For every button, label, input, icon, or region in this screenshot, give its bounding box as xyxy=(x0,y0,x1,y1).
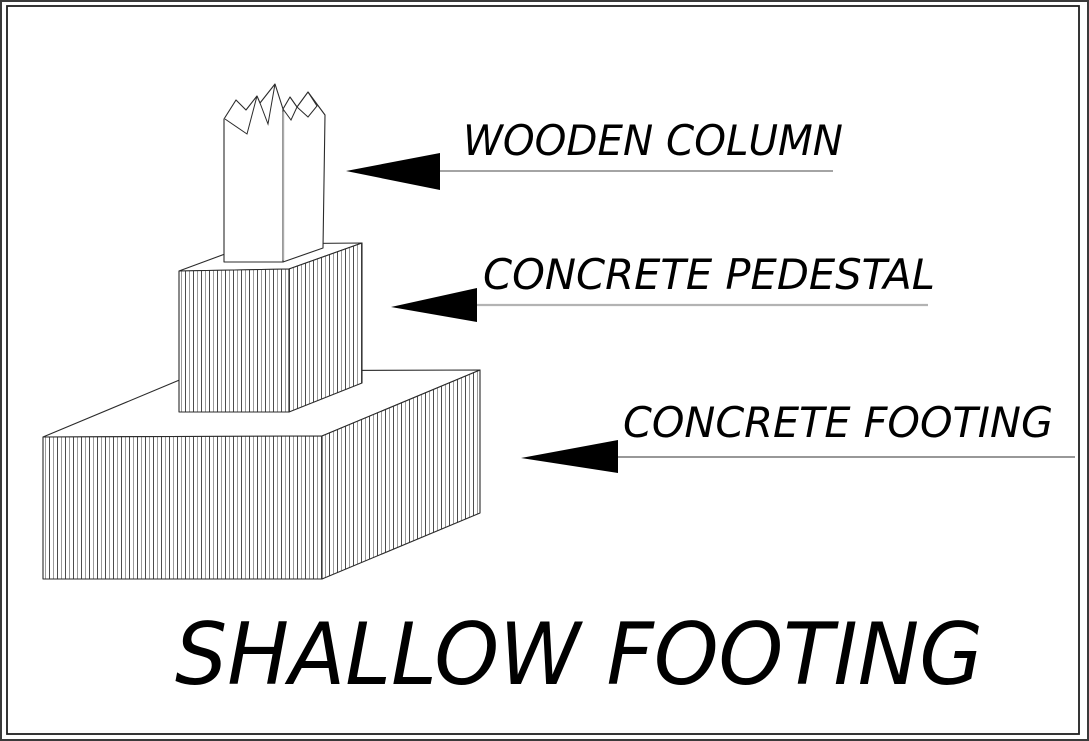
callout-concrete-footing: CONCRETE FOOTING xyxy=(521,398,1075,473)
left-arrow-icon xyxy=(521,440,618,473)
pedestal-right-face xyxy=(288,242,363,413)
left-arrow-icon xyxy=(346,153,440,190)
pedestal-front-face xyxy=(178,268,290,413)
callout-label-concrete-pedestal: CONCRETE PEDESTAL xyxy=(483,250,935,299)
footing-front-face xyxy=(42,435,323,580)
callout-concrete-pedestal: CONCRETE PEDESTAL xyxy=(391,250,935,322)
left-arrow-icon xyxy=(391,288,477,322)
column-splinter-line xyxy=(296,91,318,118)
concrete-footing-shape xyxy=(42,369,481,580)
wooden-column-shape xyxy=(223,83,326,263)
column-splinter-line xyxy=(282,106,298,121)
column-right-face xyxy=(282,91,326,263)
concrete-pedestal-shape xyxy=(178,242,363,413)
footing-right-face xyxy=(321,369,481,580)
column-splinter-line xyxy=(259,83,276,126)
callout-label-concrete-footing: CONCRETE FOOTING xyxy=(623,398,1053,447)
drawing-title: SHALLOW FOOTING xyxy=(175,605,983,705)
column-splinter-line xyxy=(224,95,258,135)
callout-wooden-column: WOODEN COLUMN xyxy=(346,116,843,190)
callout-label-wooden-column: WOODEN COLUMN xyxy=(463,116,843,165)
